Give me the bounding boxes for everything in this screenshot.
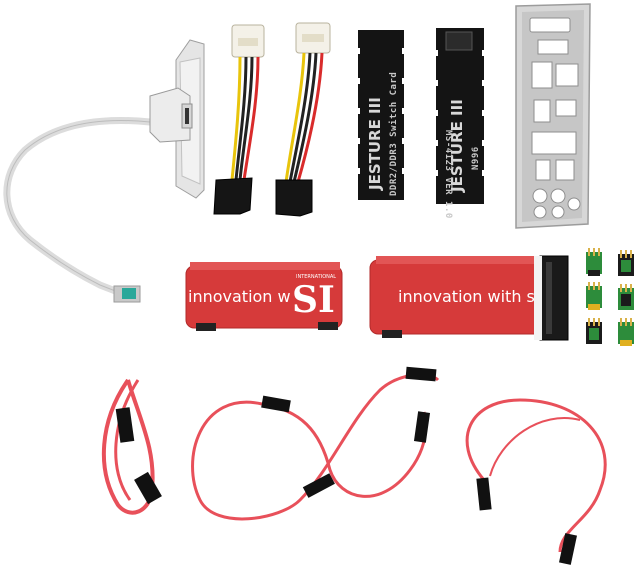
sata-data-connector xyxy=(476,477,492,511)
jumper-block xyxy=(586,248,602,276)
molex-to-sata-adapter-left xyxy=(213,24,265,215)
sata-data-connector xyxy=(413,411,431,443)
switch-card-left: JESTURE III DDR2/DDR3 Switch Card xyxy=(356,30,406,200)
sata-data-connector xyxy=(134,471,162,505)
switch-card-left-brand: JESTURE III xyxy=(366,97,384,191)
sata-data-connector xyxy=(559,533,577,565)
sata-data-connector xyxy=(302,473,335,498)
sata-power-connector xyxy=(213,177,253,215)
switch-card-right-label: MS-4123 VER 1.0 xyxy=(443,130,453,219)
ribbon-cable-right: innovation with st xyxy=(369,255,569,341)
jumper-block xyxy=(618,250,634,276)
ribbon-cable-left: innovation w SI INTERNATIONAL xyxy=(185,262,343,331)
switch-card-right-brand: JESTURE III xyxy=(448,99,466,193)
switch-card-left-label: DDR2/DDR3 Switch Card xyxy=(388,72,399,196)
ribbon-right-connector xyxy=(539,255,569,341)
ribbon-left-tiny: INTERNATIONAL xyxy=(296,274,336,280)
switch-card-right: JESTURE III MS-4123 VER 1.0 N996 xyxy=(434,28,486,219)
sata-data-connector xyxy=(261,395,291,413)
jumper-block xyxy=(586,282,602,310)
ribbon-right-slogan: innovation with st xyxy=(398,287,541,306)
usb-port-housing xyxy=(149,87,191,143)
sata-data-connector xyxy=(115,407,135,443)
io-shield xyxy=(515,3,591,229)
sata-power-connector xyxy=(275,179,313,217)
ribbon-left-logo: SI xyxy=(292,279,335,321)
molex-to-sata-adapter-right xyxy=(275,22,331,217)
sata-data-connector xyxy=(405,366,437,382)
sata-cable-long-right xyxy=(465,398,607,565)
pin-header-jumpers xyxy=(586,248,634,346)
jumper-block xyxy=(618,284,634,310)
jumper-block xyxy=(618,318,634,346)
switch-card-right-side: N996 xyxy=(471,146,481,170)
ribbon-left-slogan: innovation w xyxy=(188,287,291,306)
sata-cable-long-middle xyxy=(191,366,440,521)
usb-bracket-cable xyxy=(3,116,154,296)
usb-bracket-assembly xyxy=(3,39,205,303)
jumper-block xyxy=(586,318,602,344)
sata-cable-coiled xyxy=(101,378,162,515)
